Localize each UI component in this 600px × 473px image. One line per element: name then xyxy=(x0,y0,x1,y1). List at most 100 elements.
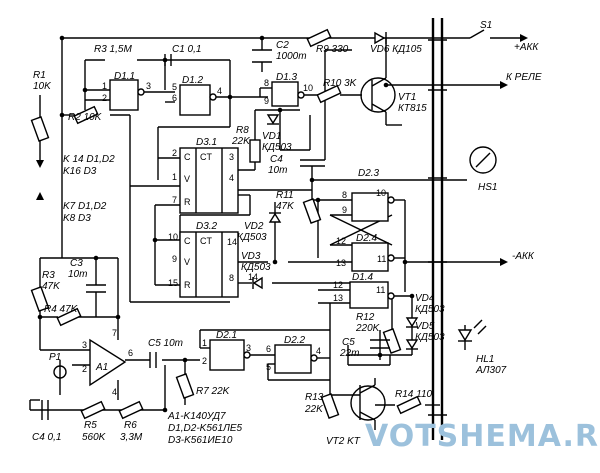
pin-number: 13 xyxy=(336,258,346,268)
pin-number: 1 xyxy=(102,81,107,91)
component-labels: R1 10K R2 10K R3 1,5M C1 0,1 C2 1000m R9… xyxy=(32,20,542,447)
label-r5-value: 560K xyxy=(82,432,107,443)
chip-d24: D2.4 xyxy=(356,233,378,244)
label-hs1: HS1 xyxy=(478,182,497,193)
chip-d21: D2.1 xyxy=(216,330,237,341)
resistor-icon xyxy=(175,373,195,399)
gate-d13 xyxy=(271,81,299,107)
label-akk-minus: -АКК xyxy=(512,251,535,262)
pin-number: 15 xyxy=(168,278,178,288)
label-r11: R11 xyxy=(276,190,294,201)
pin-number: 1 xyxy=(172,172,177,182)
pin-number: 7 xyxy=(172,195,177,205)
label-p1: P1 xyxy=(49,352,61,363)
resistor-icon xyxy=(30,116,50,142)
pin-number: 6 xyxy=(172,93,177,103)
resistor-icon xyxy=(382,328,402,354)
label-r3-value: 47K xyxy=(42,281,61,292)
pin-number: 9 xyxy=(342,205,347,215)
label-vd2: VD2 xyxy=(244,221,264,232)
pin-number: 3 xyxy=(229,152,234,162)
label-k-rele: К РЕЛЕ xyxy=(506,72,542,83)
label-a1: A1 xyxy=(95,362,108,373)
pin-number: 7 xyxy=(112,328,117,338)
pin-number: 3 xyxy=(246,343,251,353)
label-vt1: VT1 xyxy=(398,92,416,103)
label-c1: C1 0,1 xyxy=(172,44,201,55)
pin-number: 4 xyxy=(217,86,222,96)
chip-d31: D3.1 xyxy=(196,137,217,148)
label-k7: K7 D1,D2 xyxy=(63,201,107,212)
label-c2: C2 xyxy=(276,40,289,51)
resistor-icon xyxy=(306,28,332,48)
chip-d13: D1.3 xyxy=(276,72,298,83)
chip-labels: D1.1 D1.2 D1.3 D2.3 D2.4 D1.4 D2.1 D2.2 … xyxy=(114,71,380,346)
counter-d32 xyxy=(179,231,239,298)
pin-number: 12 xyxy=(333,280,343,290)
label-c5-value: 22m xyxy=(339,348,359,359)
resistor-icon xyxy=(396,395,422,415)
wiring xyxy=(29,29,520,430)
label-c3-value: 10m xyxy=(68,269,87,280)
resistor-icon xyxy=(316,84,342,104)
pin-number: 2 xyxy=(102,93,107,103)
diode-icon xyxy=(405,317,419,328)
pin-number: 1 xyxy=(202,338,207,348)
label-r3: R3 xyxy=(42,270,55,281)
label-vd3: VD3 xyxy=(241,251,261,262)
label-r6-value: 3,3M xyxy=(120,432,143,443)
label-r6: R6 xyxy=(124,420,137,431)
gate-d12 xyxy=(179,84,211,116)
label-k14: K 14 D1,D2 xyxy=(63,154,115,165)
label-vt1-value: КТ815 xyxy=(398,103,427,114)
pin-number: 11 xyxy=(377,254,386,264)
label-hl1-value: АЛ307 xyxy=(475,365,507,376)
chip-d31-c: C xyxy=(184,152,191,162)
diode-icon xyxy=(374,31,386,45)
label-c4b: C4 0,1 xyxy=(32,432,61,443)
label-k8: K8 D3 xyxy=(63,213,91,224)
label-r13: R13 xyxy=(305,392,324,403)
chip-d12: D1.2 xyxy=(182,75,204,86)
label-r13-value: 22K xyxy=(304,404,324,415)
pin-number: 10 xyxy=(168,232,178,242)
chip-d31-r: R xyxy=(184,197,191,207)
pin-number: 13 xyxy=(333,293,343,303)
label-r12: R12 xyxy=(356,312,375,323)
pin-number: 11 xyxy=(376,285,385,295)
label-k16: K16 D3 xyxy=(63,166,97,177)
counter-d31 xyxy=(179,147,239,214)
chip-d31-ct: CT xyxy=(200,152,212,162)
chip-d32-r: R xyxy=(184,280,191,290)
label-r2: R2 10K xyxy=(68,112,103,123)
pin-number: 9 xyxy=(172,254,177,264)
transistor-icon xyxy=(350,385,386,421)
opamp-icon xyxy=(89,338,127,387)
label-r1: R1 xyxy=(33,70,46,81)
pin-number: 10 xyxy=(376,188,386,198)
label-r9: R9 330 xyxy=(316,44,349,55)
buzzer-icon xyxy=(469,146,497,174)
pin-number: 5 xyxy=(266,362,271,372)
led-icon xyxy=(457,329,473,342)
diode-icon xyxy=(268,212,282,223)
pin-number: 8 xyxy=(342,190,347,200)
label-vd2-value: КД503 xyxy=(237,232,267,243)
label-legend-2: D1,D2-K561ЛЕ5 xyxy=(168,423,243,434)
pin-number: 5 xyxy=(172,82,177,92)
label-c4-value: 10m xyxy=(268,165,287,176)
resistor-icon xyxy=(320,393,340,419)
label-s1: S1 xyxy=(480,20,492,31)
label-r5: R5 xyxy=(84,420,97,431)
pin-number: 8 xyxy=(229,273,234,283)
watermark: VOTSHEMA.RU xyxy=(365,419,600,454)
resistor-icon xyxy=(80,400,106,420)
label-vt2: VT2 KT xyxy=(326,436,361,447)
arrows xyxy=(36,34,528,266)
chip-d11: D1.1 xyxy=(114,71,135,82)
gate-d24 xyxy=(351,242,389,272)
label-legend-1: A1-K140УД7 xyxy=(167,411,226,422)
resistors xyxy=(30,28,422,420)
counter-chips xyxy=(179,147,239,298)
label-r10: R10 3K xyxy=(323,78,358,89)
